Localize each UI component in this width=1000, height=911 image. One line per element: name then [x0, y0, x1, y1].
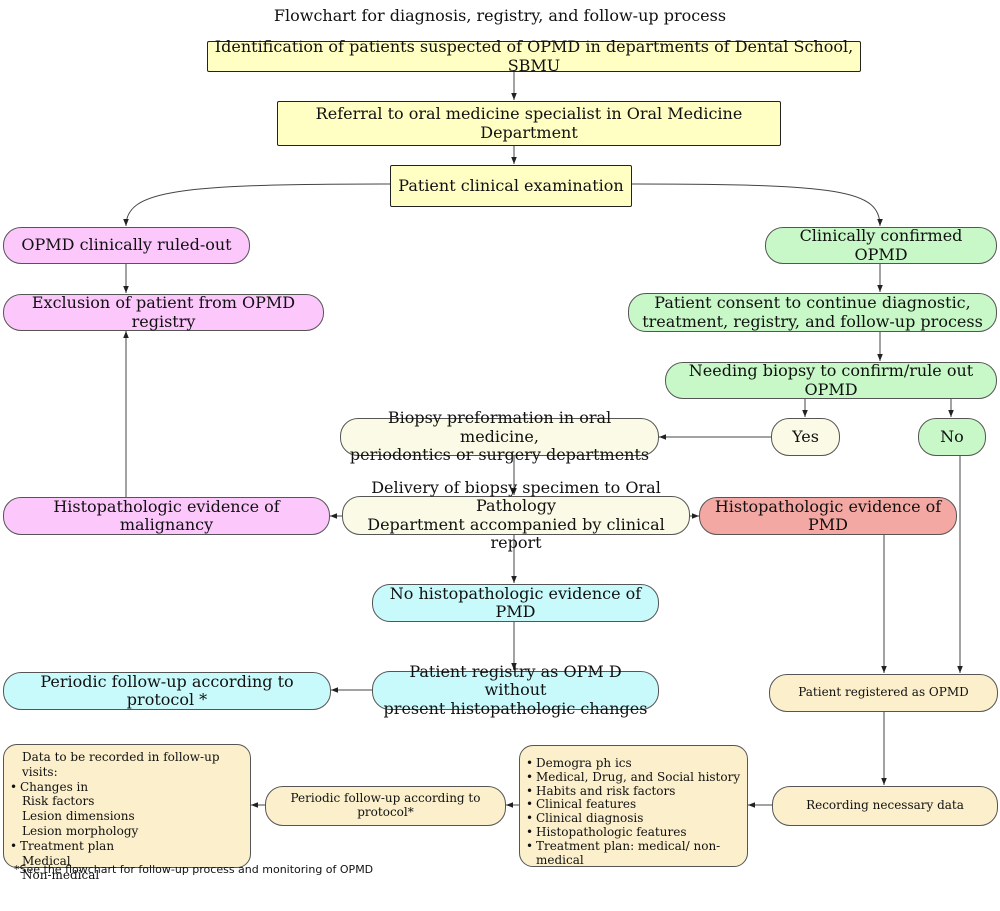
node-identification-label: Identification of patients suspected of …: [214, 37, 854, 75]
node-registry-line2: present histopathologic changes: [383, 698, 648, 718]
followup-list-treatment: Treatment plan: [10, 839, 244, 854]
node-ruled-out-label: OPMD clinically ruled-out: [21, 235, 232, 255]
followup-list-nonmedical: Non-medical: [22, 868, 100, 883]
node-exclusion: Exclusion of patient from OPMD registry: [3, 293, 324, 331]
node-periodic-top-label: Periodic follow-up according to protocol…: [40, 671, 294, 709]
node-recording: Recording necessary data: [772, 786, 998, 826]
node-consent-line2: treatment, registry, and follow-up proce…: [642, 311, 983, 331]
node-registry-line1: Patient registry as OPM D without: [409, 661, 622, 700]
followup-list-risk: Risk factors: [22, 794, 95, 809]
node-no: No: [918, 418, 986, 456]
followup-list-medical: Medical: [22, 853, 71, 868]
node-identification: Identification of patients suspected of …: [207, 37, 861, 75]
data-list-item-history: Medical, Drug, and Social history: [526, 770, 741, 785]
node-no-evidence-label: No histopathologic evidence of PMD: [389, 583, 642, 621]
node-periodic-bottom-label: Periodic follow-up according to protocol…: [290, 791, 481, 819]
data-list-item-clinical-features: Clinical features: [526, 798, 741, 812]
node-needing-biopsy: Needing biopsy to confirm/rule out OPMD: [665, 361, 997, 399]
edge-examination-to-confirmed: [631, 183, 883, 227]
node-recording-label: Recording necessary data: [806, 798, 964, 813]
data-list-item-histopathologic: Histopathologic features: [526, 825, 741, 840]
node-followup-list: Data to be recorded in follow-up visits:…: [3, 744, 251, 882]
node-evidence-pmd-label: Histopathologic evidence of PMD: [714, 496, 942, 534]
edge-examination-to-ruled-out: [123, 183, 391, 227]
node-referral-label: Referral to oral medicine specialist in …: [315, 104, 743, 142]
node-yes-label: Yes: [792, 426, 819, 446]
node-evidence-pmd: Histopathologic evidence of PMD: [699, 497, 957, 535]
node-examination: Patient clinical examination: [390, 165, 632, 207]
node-registry-label: Patient registry as OPM D without presen…: [379, 661, 652, 718]
node-malignancy-label: Histopathologic evidence of malignancy: [53, 496, 280, 534]
followup-list-header: Data to be recorded in follow-up visits:: [22, 750, 220, 779]
node-registered-label: Patient registered as OPMD: [798, 685, 969, 700]
data-list-item-clinical-diagnosis: Clinical diagnosis: [526, 811, 741, 826]
node-malignancy: Histopathologic evidence of malignancy: [3, 497, 330, 535]
data-list-item-demographics: Demogra ph ics: [526, 756, 741, 771]
node-consent-label: Patient consent to continue diagnostic, …: [642, 293, 983, 331]
node-biopsy-label: Biopsy preformation in oral medicine, pe…: [347, 409, 652, 464]
footnote: *See the flowchart for follow-up process…: [14, 863, 374, 876]
node-confirmed: Clinically confirmed OPMD: [765, 226, 997, 264]
node-biopsy: Biopsy preformation in oral medicine, pe…: [340, 409, 659, 464]
node-biopsy-line2: periodontics or surgery departments: [349, 445, 650, 465]
followup-list-changes: Changes in: [10, 780, 244, 795]
node-needing-biopsy-label: Needing biopsy to confirm/rule out OPMD: [688, 361, 974, 399]
node-biopsy-line1: Biopsy preformation in oral medicine,: [387, 408, 612, 446]
node-exclusion-label: Exclusion of patient from OPMD registry: [31, 293, 296, 331]
followup-list-morphology: Lesion morphology: [22, 823, 139, 838]
node-data-list: Demogra ph ics Medical, Drug, and Social…: [519, 745, 748, 867]
node-delivery-line1: Delivery of biopsy specimen to Oral Path…: [371, 477, 661, 516]
node-no-evidence: No histopathologic evidence of PMD: [372, 584, 659, 622]
node-delivery: Delivery of biopsy specimen to Oral Path…: [342, 478, 690, 552]
node-delivery-label: Delivery of biopsy specimen to Oral Path…: [349, 477, 683, 553]
data-list-item-treatment: Treatment plan: medical/ non-medical: [526, 839, 741, 868]
data-list-items: Demogra ph ics Medical, Drug, and Social…: [526, 756, 741, 868]
node-periodic-bottom: Periodic follow-up according to protocol…: [265, 786, 506, 826]
diagram-title: Flowchart for diagnosis, registry, and f…: [273, 6, 727, 25]
node-examination-label: Patient clinical examination: [398, 175, 624, 195]
node-consent-line1: Patient consent to continue diagnostic,: [654, 293, 971, 313]
node-yes: Yes: [771, 418, 840, 456]
node-consent: Patient consent to continue diagnostic, …: [628, 293, 997, 332]
followup-list-dimensions: Lesion dimensions: [22, 809, 135, 824]
node-delivery-line2: Department accompanied by clinical repor…: [367, 514, 665, 552]
node-confirmed-label: Clinically confirmed OPMD: [799, 226, 963, 264]
node-referral: Referral to oral medicine specialist in …: [277, 101, 781, 146]
data-list-item-habits: Habits and risk factors: [526, 784, 741, 799]
followup-list-items: Data to be recorded in follow-up visits:…: [10, 750, 244, 883]
node-no-label: No: [940, 426, 964, 446]
node-periodic-top: Periodic follow-up according to protocol…: [3, 672, 331, 710]
node-ruled-out: OPMD clinically ruled-out: [3, 227, 250, 264]
node-registered: Patient registered as OPMD: [769, 674, 998, 712]
node-registry: Patient registry as OPM D without presen…: [372, 662, 659, 717]
